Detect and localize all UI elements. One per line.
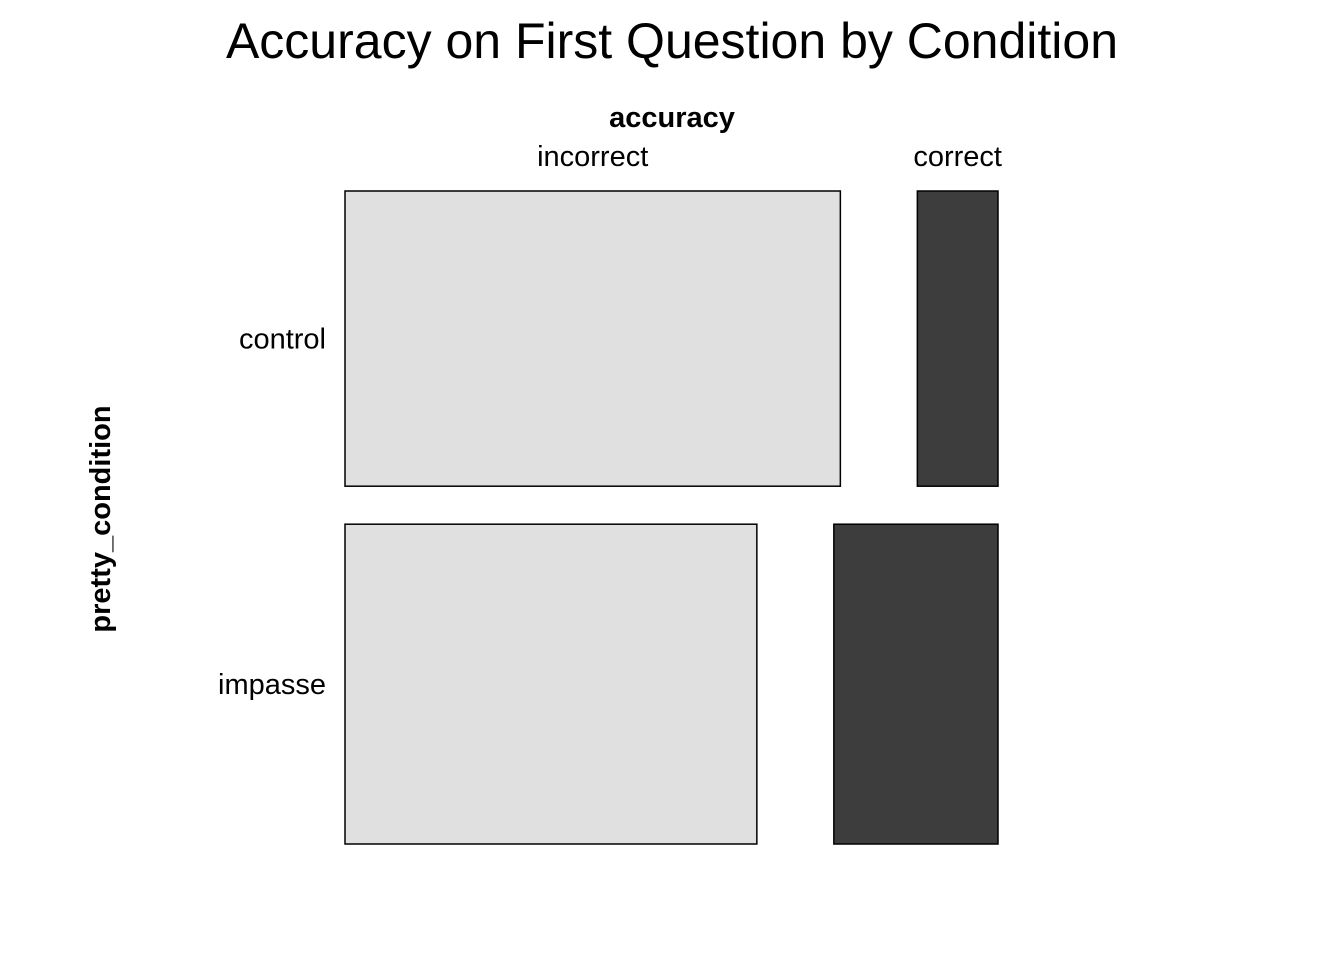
column-label-correct: correct xyxy=(913,141,1002,173)
row-label-impasse: impasse xyxy=(218,669,326,701)
column-label-incorrect: incorrect xyxy=(537,141,648,173)
tile-impasse-incorrect xyxy=(344,523,758,845)
tile-control-correct xyxy=(916,190,999,487)
tile-impasse-correct xyxy=(833,523,999,845)
column-variable-label: accuracy xyxy=(609,102,735,134)
mosaic-tiles xyxy=(344,190,999,845)
chart-title: Accuracy on First Question by Condition xyxy=(226,13,1118,69)
mosaic-level-labels: incorrect correct control impasse xyxy=(218,141,1002,701)
tile-control-incorrect xyxy=(344,190,842,487)
row-label-control: control xyxy=(239,324,326,356)
row-variable-label: pretty_condition xyxy=(85,405,117,632)
